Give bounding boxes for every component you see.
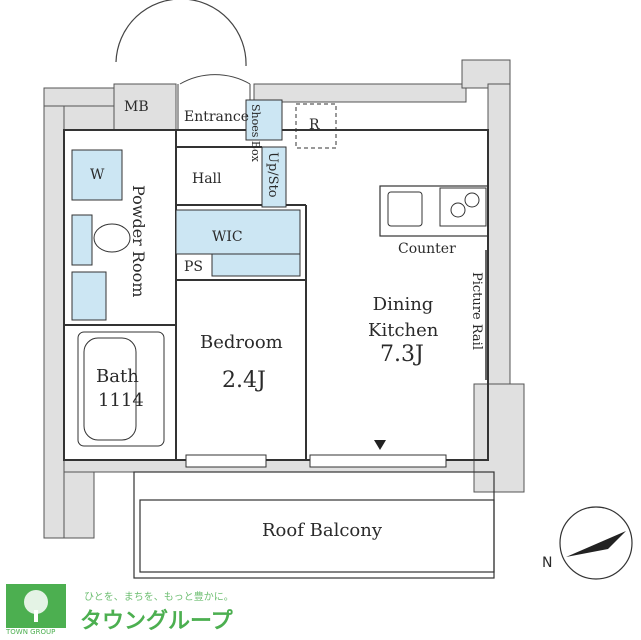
bedroom-label: Bedroom bbox=[200, 332, 283, 353]
bath-size-label: 1114 bbox=[98, 390, 144, 411]
roof-balcony-label: Roof Balcony bbox=[262, 520, 383, 541]
dining-kitchen-label: Dining Kitchen bbox=[368, 294, 439, 342]
wic-label: WIC bbox=[212, 229, 243, 245]
entrance-door-arc bbox=[115, 0, 247, 67]
stove bbox=[439, 187, 487, 227]
entrance-label: Entrance bbox=[184, 109, 250, 125]
hall-label: Hall bbox=[192, 171, 222, 187]
logo-tagline: ひとを、まちを、もっと豊かに。 bbox=[84, 592, 234, 603]
mb-label: MB bbox=[124, 99, 149, 115]
logo-small-text: TOWN GROUP bbox=[6, 628, 56, 636]
shoes-box-label: Shoes Box bbox=[249, 104, 262, 162]
entry-marker bbox=[374, 440, 386, 450]
logo-name: タウングループ bbox=[80, 609, 233, 634]
town-group-logo-icon bbox=[6, 584, 66, 628]
picture-rail-label: Picture Rail bbox=[469, 272, 484, 350]
bedroom-size-label: 2.4J bbox=[222, 368, 266, 393]
upsto-label: Up/Sto bbox=[265, 152, 280, 198]
toilet bbox=[93, 223, 131, 253]
balcony-outline bbox=[133, 471, 495, 579]
ps-label: PS bbox=[184, 259, 204, 275]
counter-label: Counter bbox=[398, 241, 456, 257]
walls bbox=[43, 59, 525, 539]
bath-label: Bath bbox=[96, 366, 139, 387]
compass-north-label: N bbox=[542, 555, 553, 571]
powder-room-label: Powder Room bbox=[129, 185, 148, 298]
dk-size-label: 7.3J bbox=[380, 342, 424, 367]
windows bbox=[185, 454, 447, 468]
bathtub-outer bbox=[77, 331, 165, 447]
compass-icon bbox=[559, 506, 633, 580]
refrigerator-label: R bbox=[309, 117, 320, 133]
washer-label: W bbox=[90, 167, 105, 183]
bathtub-inner bbox=[83, 337, 137, 441]
counter-box bbox=[379, 185, 489, 237]
sink bbox=[387, 191, 423, 227]
entrance-door-swing bbox=[179, 74, 251, 85]
fixtures bbox=[71, 99, 301, 321]
